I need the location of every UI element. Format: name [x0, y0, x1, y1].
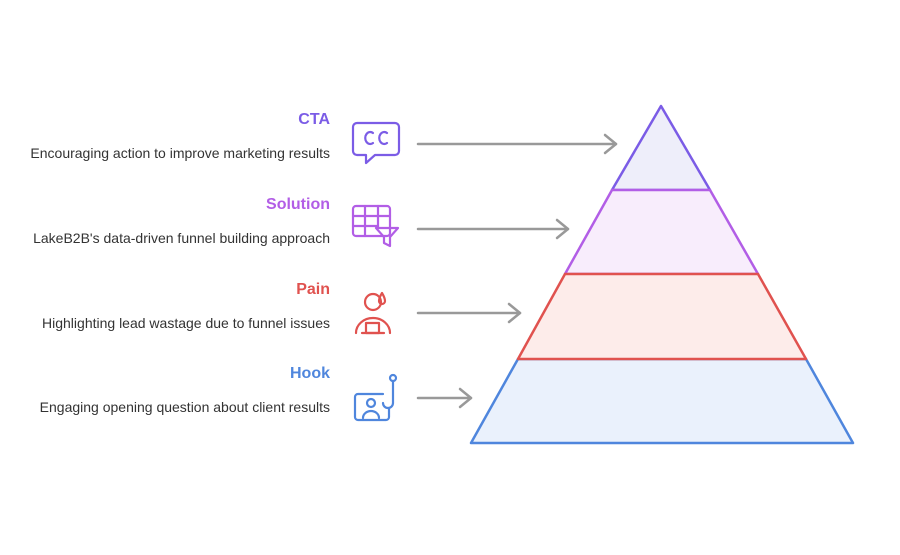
pyramid-layer-hook — [469, 357, 855, 445]
person-pain-icon — [354, 291, 392, 335]
layer-title: CTA — [298, 111, 330, 128]
fishing-hook-icon — [353, 373, 398, 422]
layer-label-solution: Solution LakeB2B's data-driven funnel bu… — [20, 195, 330, 248]
speech-bubble-cc-icon — [351, 121, 401, 165]
pyramid-layer-pain — [516, 272, 808, 361]
layer-label-cta: CTA Encouraging action to improve market… — [20, 110, 330, 163]
arrow-cta — [416, 133, 618, 155]
pyramid-layer-cta — [610, 104, 712, 192]
layer-label-pain: Pain Highlighting lead wastage due to fu… — [20, 280, 330, 333]
layer-label-hook: Hook Engaging opening question about cli… — [20, 364, 330, 417]
arrow-hook — [416, 387, 473, 409]
layer-title: Hook — [290, 365, 330, 382]
table-funnel-icon — [351, 204, 400, 248]
pyramid-layer-solution — [563, 188, 760, 276]
layer-description: Engaging opening question about client r… — [39, 399, 330, 415]
arrow-pain — [416, 302, 522, 324]
layer-description: Encouraging action to improve marketing … — [30, 145, 330, 161]
layer-description: Highlighting lead wastage due to funnel … — [42, 315, 330, 331]
layer-title: Solution — [266, 196, 330, 213]
layer-title: Pain — [296, 281, 330, 298]
layer-description: LakeB2B's data-driven funnel building ap… — [33, 230, 330, 246]
arrow-solution — [416, 218, 570, 240]
